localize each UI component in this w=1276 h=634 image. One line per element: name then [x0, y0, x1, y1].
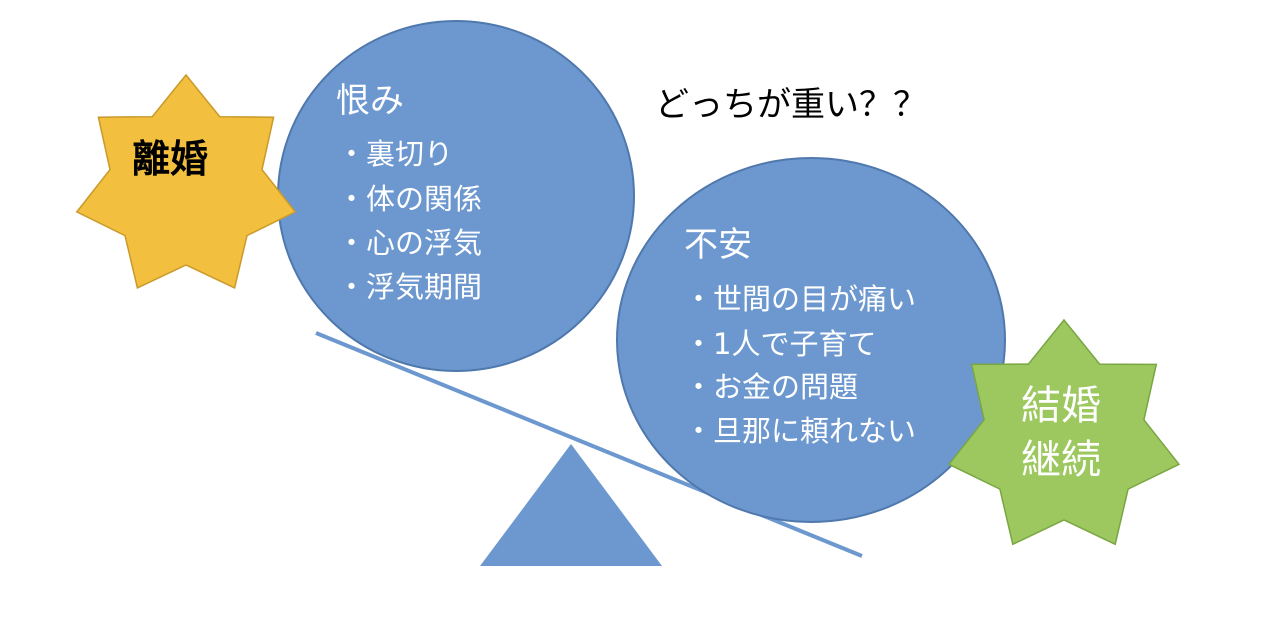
left-circle-item: ・浮気期間 [337, 270, 483, 304]
right-circle-item: ・旦那に頼れない [684, 414, 917, 448]
left-star-shape [75, 73, 297, 289]
left-circle-item: ・心の浮気 [337, 226, 483, 260]
question-text: どっちが重い？？ [655, 85, 927, 125]
right-star-label-line2: 継続 [1021, 437, 1101, 483]
right-star-shape [947, 318, 1181, 546]
fulcrum-triangle [480, 444, 662, 566]
right-circle-item: ・1人で子育て [684, 327, 877, 361]
right-circle [616, 157, 1006, 523]
left-circle-title: 恨み [336, 81, 404, 121]
left-circle-item: ・体の関係 [337, 182, 483, 216]
left-star-label: 離婚 [132, 137, 209, 181]
right-circle-title: 不安 [684, 225, 752, 265]
right-circle-item: ・お金の問題 [684, 370, 859, 404]
right-circle-item: ・世間の目が痛い [684, 282, 917, 316]
left-circle-item: ・裏切り [337, 137, 454, 171]
right-star-label-line1: 結婚 [1021, 383, 1101, 429]
